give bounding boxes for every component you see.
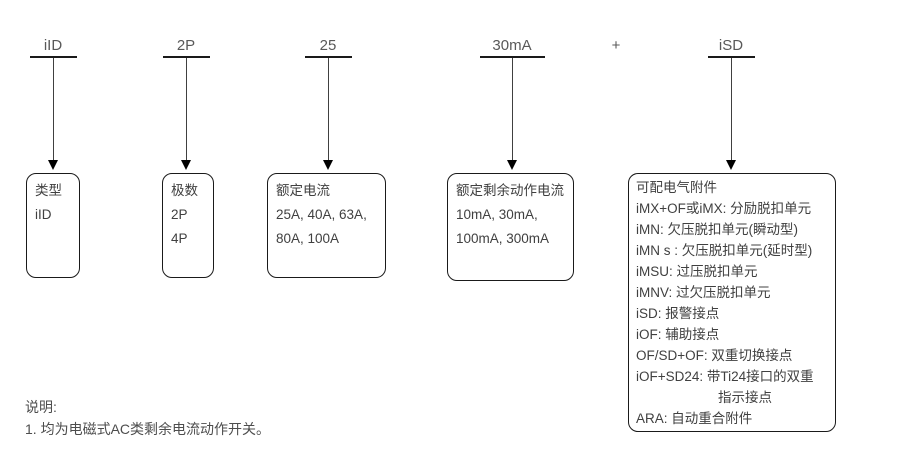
box-line: 4P [171, 231, 188, 246]
box-line: iMN: 欠压脱扣单元(瞬动型) [636, 222, 798, 237]
box-accessories: 可配电气附件 iMX+OF或iMX: 分励脱扣单元 iMN: 欠压脱扣单元(瞬动… [628, 173, 836, 432]
arrow-down-icon [726, 160, 736, 170]
box-title: 额定电流 [276, 183, 330, 198]
arrow-down-icon [181, 160, 191, 170]
arrow-line [731, 58, 732, 160]
notes-item: 1. 均为电磁式AC类剩余电流动作开关。 [25, 421, 271, 437]
arrow-down-icon [323, 160, 333, 170]
box-title: 额定剩余动作电流 [456, 183, 564, 198]
code-label-isd: iSD [718, 37, 744, 54]
code-label-25: 25 [319, 37, 337, 54]
label-underline [480, 56, 545, 58]
plus-separator: + [611, 37, 621, 54]
box-line: iMN s : 欠压脱扣单元(延时型) [636, 243, 813, 258]
code-label-iid: iID [43, 37, 63, 54]
box-title: 类型 [35, 183, 62, 198]
box-line: iMSU: 过压脱扣单元 [636, 264, 758, 279]
box-line: iMX+OF或iMX: 分励脱扣单元 [636, 201, 812, 216]
box-line: 100mA, 300mA [456, 231, 550, 246]
arrow-line [186, 58, 187, 160]
label-underline [30, 56, 77, 58]
box-line: iOF+SD24: 带Ti24接口的双重 [636, 369, 814, 384]
label-underline [708, 56, 755, 58]
code-label-2p: 2P [176, 37, 196, 54]
box-line: 10mA, 30mA, [456, 207, 538, 222]
box-line: ARA: 自动重合附件 [636, 411, 753, 426]
arrow-down-icon [507, 160, 517, 170]
code-label-30ma: 30mA [492, 37, 532, 54]
box-title: 可配电气附件 [636, 180, 717, 195]
arrow-line [512, 58, 513, 160]
box-line: OF/SD+OF: 双重切换接点 [636, 348, 793, 363]
box-rated-current: 额定电流 25A, 40A, 63A, 80A, 100A [267, 173, 386, 278]
box-line: iOF: 辅助接点 [636, 327, 720, 342]
arrow-line [53, 58, 54, 160]
arrow-down-icon [48, 160, 58, 170]
box-line: 25A, 40A, 63A, [276, 207, 367, 222]
box-title: 极数 [171, 183, 198, 198]
notes: 说明: 1. 均为电磁式AC类剩余电流动作开关。 [25, 396, 270, 440]
box-line: iSD: 报警接点 [636, 306, 720, 321]
box-line: iMNV: 过欠压脱扣单元 [636, 285, 771, 300]
box-line-continuation: 指示接点 [718, 390, 772, 405]
box-residual-current: 额定剩余动作电流 10mA, 30mA, 100mA, 300mA [447, 173, 574, 281]
box-line: 2P [171, 207, 188, 222]
arrow-line [328, 58, 329, 160]
box-line: 80A, 100A [276, 231, 340, 246]
notes-heading: 说明: [25, 399, 57, 415]
label-underline [305, 56, 352, 58]
box-type: 类型 iID [26, 173, 80, 278]
box-poles: 极数 2P 4P [162, 173, 214, 278]
box-line: iID [35, 207, 52, 222]
label-underline [163, 56, 210, 58]
